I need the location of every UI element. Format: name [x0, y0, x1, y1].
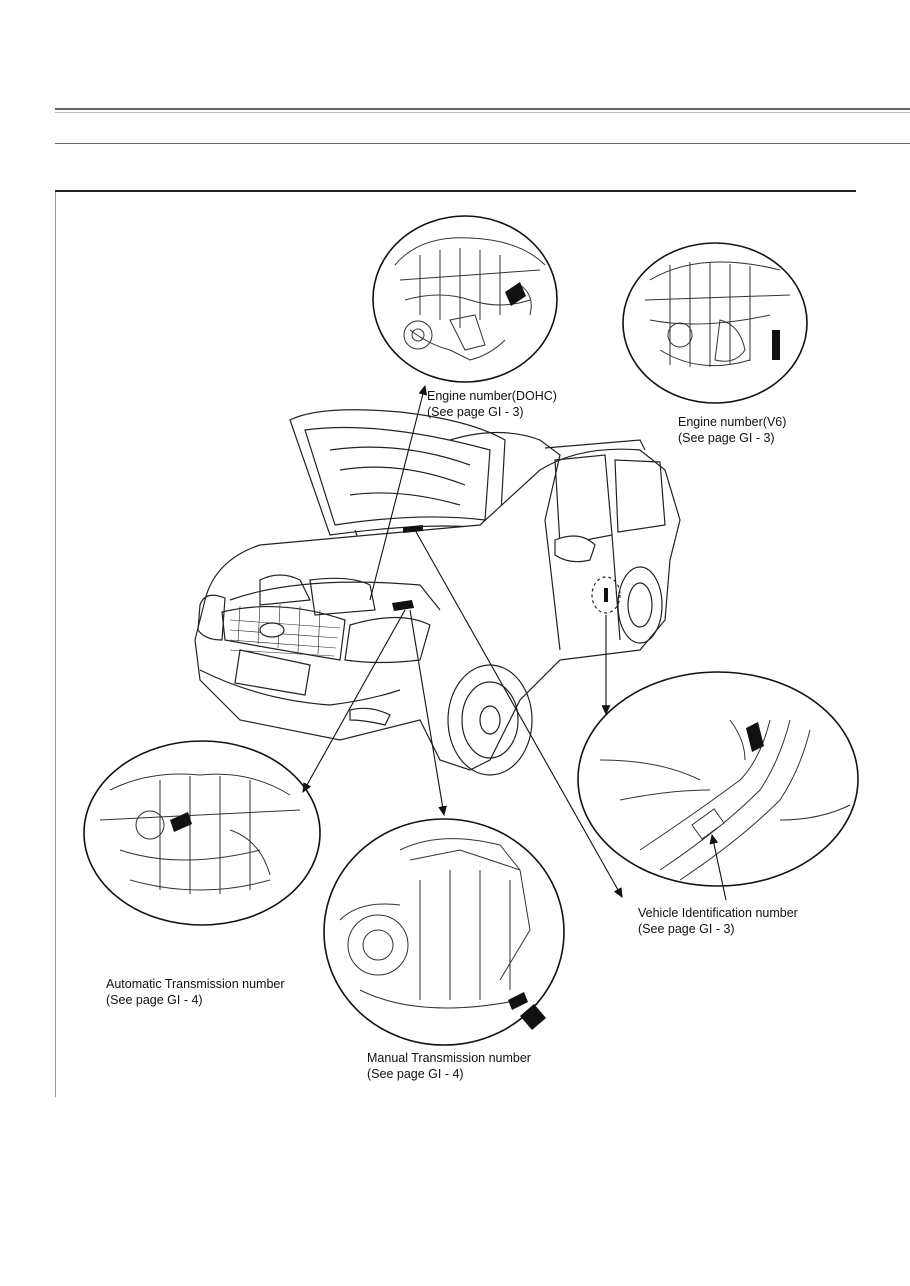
engine-v6-callout: Engine number(V6) (See page GI - 3) [678, 414, 786, 446]
vin-page-ref: (See page GI - 3) [638, 922, 735, 936]
vehicle-hood-plate-marker [403, 525, 423, 533]
automatic-transmission-label: Automatic Transmission number [106, 977, 285, 991]
automatic-transmission-page-ref: (See page GI - 4) [106, 993, 203, 1007]
manual-transmission-page-ref: (See page GI - 4) [367, 1067, 464, 1081]
automatic-transmission-callout: Automatic Transmission number (See page … [106, 976, 285, 1008]
engine-v6-detail [622, 242, 808, 404]
header-rule-top [55, 108, 910, 110]
automatic-transmission-detail [83, 740, 321, 926]
header-rule-top-shadow [55, 112, 910, 113]
engine-v6-page-ref: (See page GI - 3) [678, 431, 775, 445]
vin-label: Vehicle Identification number [638, 906, 798, 920]
vehicle-illustration [194, 409, 681, 776]
manual-transmission-callout: Manual Transmission number (See page GI … [367, 1050, 531, 1082]
manual-transmission-label: Manual Transmission number [367, 1051, 531, 1065]
figure-top-rule [55, 190, 856, 192]
engine-dohc-label: Engine number(DOHC) [427, 389, 557, 403]
header-rule-mid [55, 143, 910, 144]
engine-dohc-page-ref: (See page GI - 3) [427, 405, 524, 419]
vin-detail [577, 671, 859, 887]
engine-dohc-callout: Engine number(DOHC) (See page GI - 3) [427, 388, 557, 420]
leader-lines [302, 384, 727, 901]
manual-transmission-detail [323, 818, 565, 1046]
vehicle-pillar-marker [604, 588, 608, 602]
vin-callout: Vehicle Identification number (See page … [638, 905, 798, 937]
figure-left-rule [55, 192, 56, 1097]
engine-dohc-detail [372, 215, 558, 383]
engine-v6-label: Engine number(V6) [678, 415, 787, 429]
vehicle-engine-marker [392, 600, 414, 611]
